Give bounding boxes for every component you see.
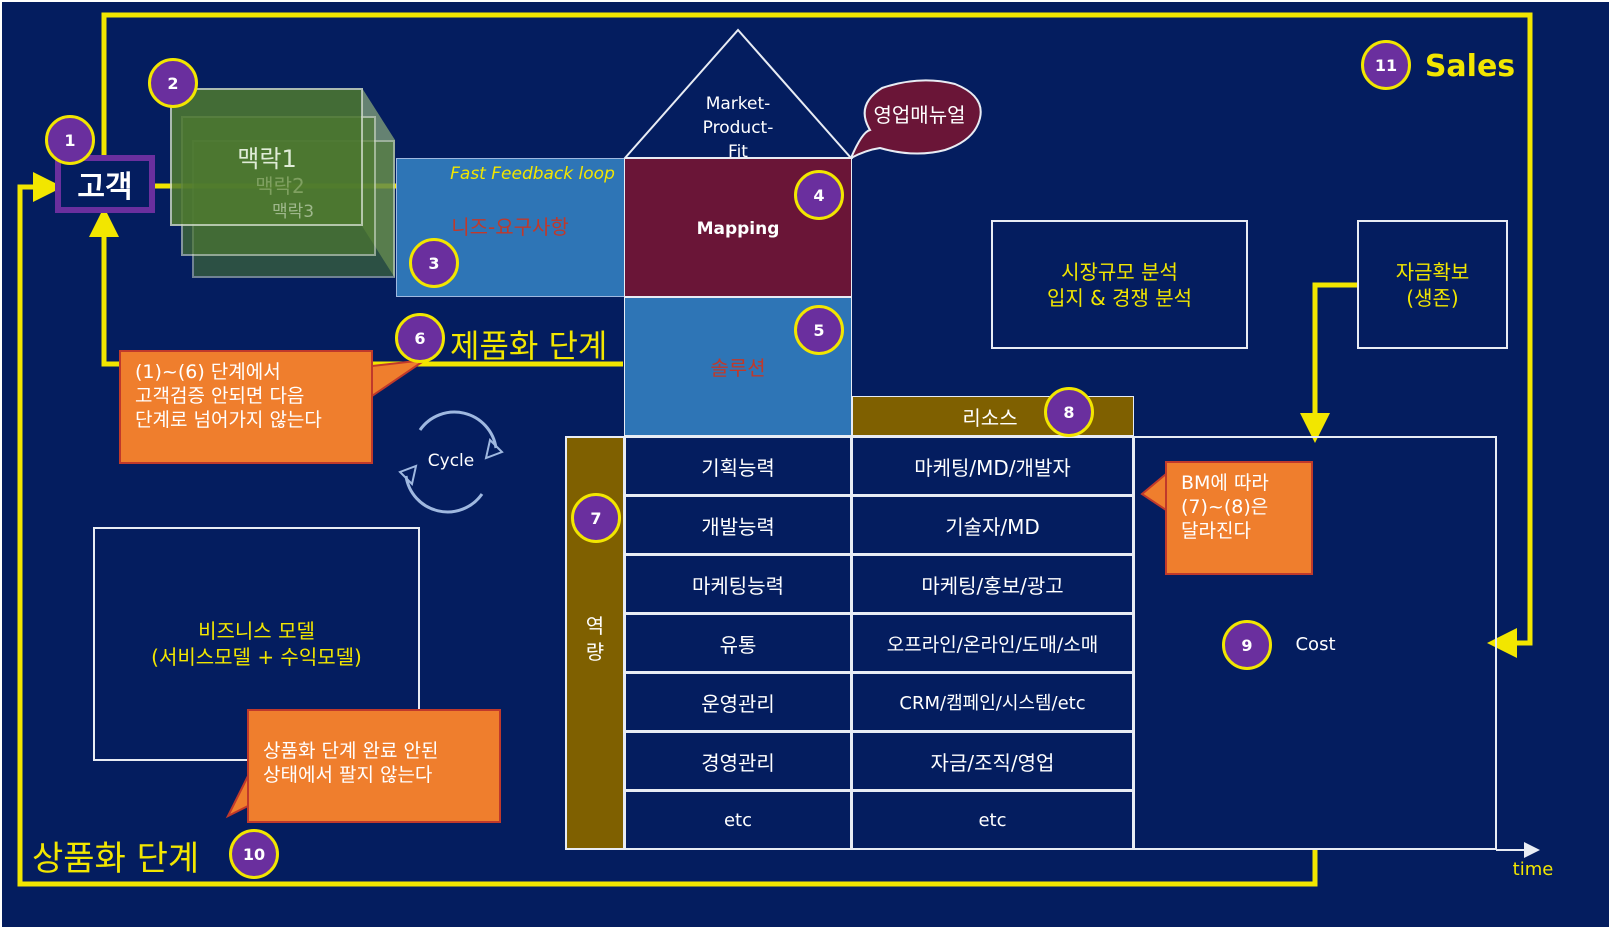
note-sell-tail bbox=[225, 775, 249, 819]
cost-label: Cost bbox=[1295, 633, 1336, 655]
context-label-2: 맥락2 bbox=[255, 173, 305, 198]
productization-stage-label: 제품화 단계 bbox=[450, 327, 608, 365]
funding-to-cost-arrow bbox=[1300, 282, 1358, 443]
step-badge-5: 5 bbox=[794, 305, 844, 355]
note-bm: BM에 따라 (7)~(8)은 달라진다 bbox=[1165, 461, 1313, 575]
capability-cell: 운영관리 bbox=[624, 672, 852, 732]
capability-cell: 개발능력 bbox=[624, 495, 852, 555]
step-badge-1: 1 bbox=[45, 115, 95, 165]
capability-cell: 기획능력 bbox=[624, 436, 852, 496]
mapping-label: Mapping bbox=[696, 219, 780, 239]
cycle-icon bbox=[398, 410, 504, 514]
capability-cell: 경영관리 bbox=[624, 731, 852, 791]
resource-cell: 오프라인/온라인/도매/소매 bbox=[851, 613, 1134, 673]
context-label-1: 맥락1 bbox=[237, 144, 297, 173]
resource-cell: 자금/조직/영업 bbox=[851, 731, 1134, 791]
sales-label: Sales bbox=[1424, 48, 1516, 84]
step-badge-4: 4 bbox=[794, 170, 844, 220]
resource-cell: 마케팅/홍보/광고 bbox=[851, 554, 1134, 614]
capability-cell: 마케팅능력 bbox=[624, 554, 852, 614]
mpf-label: Market- Product- Fit bbox=[702, 94, 774, 158]
commercialization-stage-label: 상품화 단계 bbox=[32, 838, 200, 879]
note-sell: 상품화 단계 완료 안된 상태에서 팔지 않는다 bbox=[247, 709, 501, 823]
needs-label: 니즈-요구사항 bbox=[451, 214, 569, 239]
productization-loop-line bbox=[89, 207, 623, 367]
time-label: time bbox=[1512, 858, 1554, 880]
note-validation: (1)~(6) 단계에서 고객검증 안되면 다음 단계로 넘어가지 않는다 bbox=[119, 350, 373, 464]
step-badge-6: 6 bbox=[395, 313, 445, 363]
step-badge-11: 11 bbox=[1361, 40, 1411, 90]
context-label-3: 맥락3 bbox=[271, 201, 315, 222]
step-badge-9: 9 bbox=[1222, 620, 1272, 670]
sales-loop-line bbox=[101, 12, 1533, 658]
resource-cell: 마케팅/MD/개발자 bbox=[851, 436, 1134, 496]
capability-label: 역 량 bbox=[585, 614, 605, 664]
funding-box: 자금확보 (생존) bbox=[1357, 220, 1508, 349]
step-badge-7: 7 bbox=[571, 493, 621, 543]
step-badge-3: 3 bbox=[409, 238, 459, 288]
context-card-1 bbox=[170, 88, 363, 226]
cycle-label: Cycle bbox=[427, 451, 475, 471]
cost-area-box bbox=[1133, 436, 1497, 850]
step-badge-8: 8 bbox=[1044, 387, 1094, 437]
market-analysis-box: 시장규모 분석 입지 & 경쟁 분석 bbox=[991, 220, 1248, 349]
sales-manual-bubble bbox=[848, 79, 982, 161]
note-validation-tail bbox=[371, 359, 426, 398]
step-badge-10: 10 bbox=[229, 829, 279, 879]
resources-header-label: 리소스 bbox=[962, 405, 1018, 430]
capability-cell: etc bbox=[624, 790, 852, 850]
step-badge-2: 2 bbox=[148, 58, 198, 108]
resource-cell: 기술자/MD bbox=[851, 495, 1134, 555]
resource-cell: CRM/캠페인/시스템/etc bbox=[851, 672, 1134, 732]
commercialization-loop-line bbox=[17, 172, 1318, 887]
capability-cell: 유통 bbox=[624, 613, 852, 673]
solution-label: 솔루션 bbox=[710, 355, 766, 380]
fast-feedback-label: Fast Feedback loop bbox=[450, 164, 615, 184]
resource-cell: etc bbox=[851, 790, 1134, 850]
sales-manual-label: 영업매뉴얼 bbox=[873, 102, 966, 127]
